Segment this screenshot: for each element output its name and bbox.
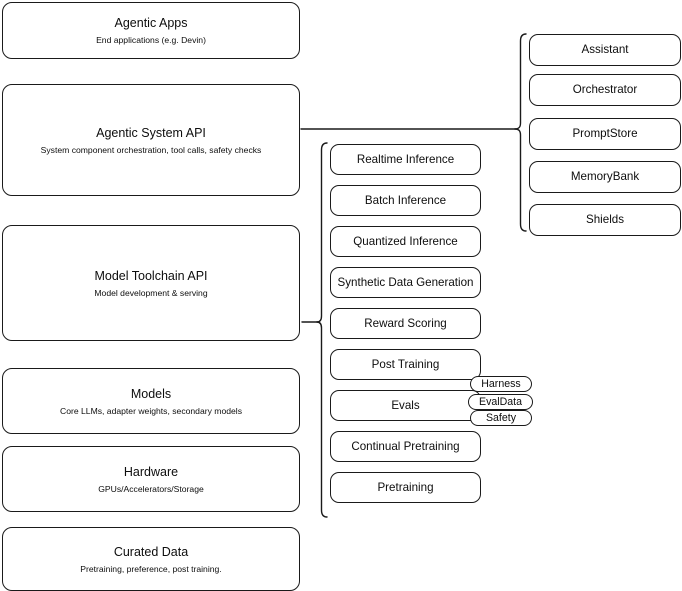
layer-box-models[interactable]: Models Core LLMs, adapter weights, secon… — [2, 368, 300, 434]
capability-label: Pretraining — [377, 480, 434, 494]
layer-title: Agentic Apps — [114, 16, 188, 30]
component-label: PromptStore — [572, 127, 638, 140]
component-box-orchestrator[interactable]: Orchestrator — [529, 74, 681, 106]
layer-box-hardware[interactable]: Hardware GPUs/Accelerators/Storage — [2, 446, 300, 512]
capability-label: Reward Scoring — [364, 316, 447, 330]
layer-box-curated-data[interactable]: Curated Data Pretraining, preference, po… — [2, 527, 300, 591]
layer-box-model-toolchain-api[interactable]: Model Toolchain API Model development & … — [2, 225, 300, 341]
component-box-promptstore[interactable]: PromptStore — [529, 118, 681, 150]
component-label: Orchestrator — [572, 83, 638, 96]
layer-subtitle: System component orchestration, tool cal… — [40, 144, 262, 155]
capability-label: Realtime Inference — [356, 152, 455, 166]
layer-title: Models — [130, 386, 172, 401]
evals-badge-evaldata[interactable]: EvalData — [468, 394, 533, 410]
component-box-shields[interactable]: Shields — [529, 204, 681, 236]
brace-lower-arm — [514, 128, 527, 232]
brace-upper-arm — [316, 142, 328, 323]
component-box-assistant[interactable]: Assistant — [529, 34, 681, 66]
capability-label: Batch Inference — [364, 193, 447, 207]
capability-box-pretraining[interactable]: Pretraining — [330, 472, 481, 503]
component-label: Assistant — [581, 43, 629, 56]
evals-badge-harness[interactable]: Harness — [470, 376, 532, 392]
layer-subtitle: Pretraining, preference, post training. — [80, 563, 222, 574]
capability-box-continual-pretraining[interactable]: Continual Pretraining — [330, 431, 481, 462]
layer-box-agentic-apps[interactable]: Agentic Apps End applications (e.g. Devi… — [2, 2, 300, 59]
capability-box-batch-inference[interactable]: Batch Inference — [330, 185, 481, 216]
brace-lower-arm — [316, 321, 328, 518]
layer-title: Hardware — [123, 464, 179, 479]
evals-badge-label: Safety — [485, 412, 517, 424]
capability-box-reward-scoring[interactable]: Reward Scoring — [330, 308, 481, 339]
layer-title: Model Toolchain API — [94, 268, 208, 283]
capability-box-synthetic-data-generation[interactable]: Synthetic Data Generation — [330, 267, 481, 298]
layer-subtitle: Core LLMs, adapter weights, secondary mo… — [60, 405, 242, 416]
evals-badge-label: EvalData — [479, 396, 522, 408]
capability-label: Continual Pretraining — [351, 439, 460, 453]
brace-upper-arm — [514, 33, 527, 130]
capability-box-quantized-inference[interactable]: Quantized Inference — [330, 226, 481, 257]
evals-badge-safety[interactable]: Safety — [470, 410, 532, 426]
layer-subtitle: End applications (e.g. Devin) — [96, 35, 206, 45]
capability-box-post-training[interactable]: Post Training — [330, 349, 481, 380]
capability-box-evals[interactable]: Evals — [330, 390, 481, 421]
capability-label: Post Training — [371, 357, 440, 371]
evals-badge-label: Harness — [481, 378, 521, 390]
component-label: MemoryBank — [570, 170, 640, 183]
layer-subtitle: Model development & serving — [94, 287, 208, 298]
layer-box-agentic-system-api[interactable]: Agentic System API System component orch… — [2, 84, 300, 196]
component-box-memorybank[interactable]: MemoryBank — [529, 161, 681, 193]
layer-subtitle: GPUs/Accelerators/Storage — [98, 483, 204, 494]
capability-label: Quantized Inference — [353, 234, 458, 248]
layer-title: Agentic System API — [96, 125, 206, 140]
layer-title: Curated Data — [113, 544, 189, 559]
component-label: Shields — [585, 213, 625, 226]
capability-label: Synthetic Data Generation — [337, 275, 474, 289]
capability-box-realtime-inference[interactable]: Realtime Inference — [330, 144, 481, 175]
capability-label: Evals — [391, 398, 420, 412]
